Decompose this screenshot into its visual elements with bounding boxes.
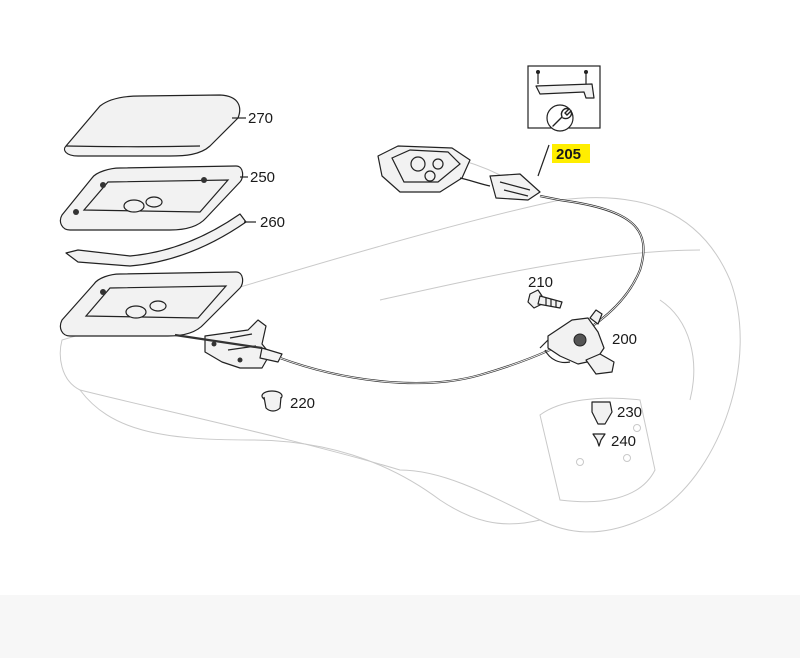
callout-200: 200	[612, 331, 637, 348]
lock-cylinder-part[interactable]	[539, 309, 615, 375]
callout-260: 260	[260, 214, 285, 231]
trunk-lid-outline	[59, 149, 741, 533]
wrench-icon	[546, 104, 574, 132]
callout-230: 230	[617, 404, 642, 421]
left-actuator-part[interactable]	[204, 319, 283, 369]
callout-250: 250	[250, 169, 275, 186]
callout-205-highlight	[552, 144, 590, 163]
callout-240: 240	[611, 433, 636, 450]
callout-210: 210	[528, 274, 553, 291]
cover-cap-part[interactable]	[63, 94, 241, 157]
housing-frame-part[interactable]	[59, 165, 244, 231]
bottom-bar	[0, 595, 800, 658]
release-handle-bracket-part[interactable]	[377, 145, 541, 201]
tool-inset-box	[527, 65, 601, 132]
callout-270: 270	[248, 110, 273, 127]
key-insert-part[interactable]	[591, 401, 613, 425]
callout-205: 205	[556, 146, 581, 163]
callout-220: 220	[290, 395, 315, 412]
leader-205	[537, 144, 550, 177]
bolt-part[interactable]	[527, 289, 563, 309]
screw-part[interactable]	[592, 433, 606, 447]
lower-housing-part[interactable]	[59, 271, 244, 337]
grommet-part[interactable]	[261, 390, 283, 412]
